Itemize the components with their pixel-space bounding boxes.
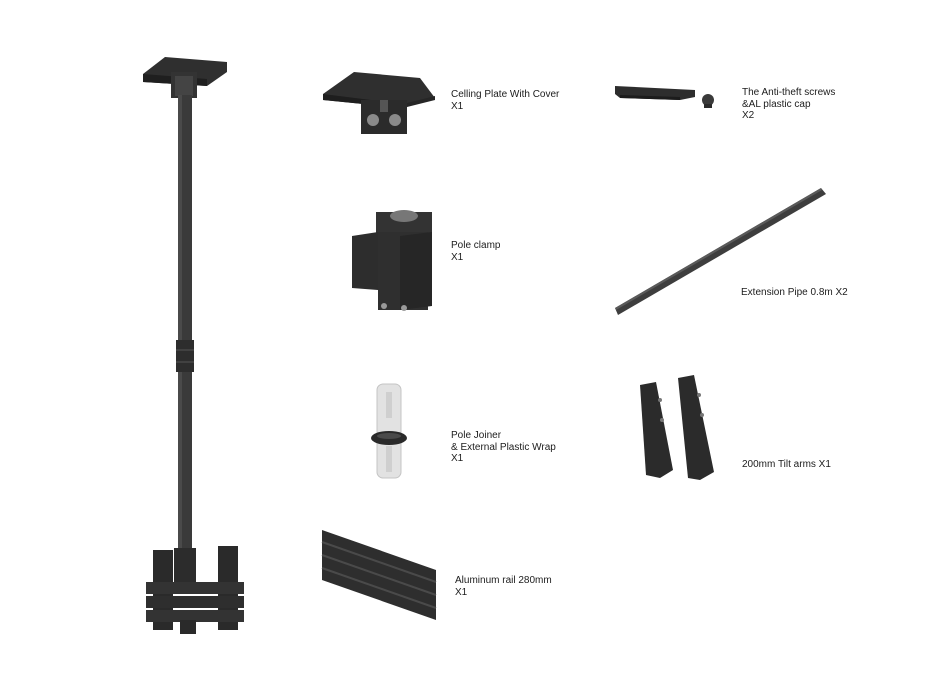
aluminum-rail-label: Aluminum rail 280mm X1 — [455, 575, 552, 598]
pole-clamp-label: Pole clamp X1 — [451, 240, 501, 263]
ceiling-plate-label: Celling Plate With Cover X1 — [451, 89, 560, 112]
tilt-arms-label: 200mm Tilt arms X1 — [742, 459, 831, 470]
pole-joiner-label: Pole Joiner & External Plastic Wrap X1 — [451, 430, 556, 464]
anti-theft-screws-label: The Anti-theft screws &AL plastic cap X2 — [742, 87, 836, 121]
extension-pipe-label: Extension Pipe 0.8m X2 — [741, 287, 848, 298]
